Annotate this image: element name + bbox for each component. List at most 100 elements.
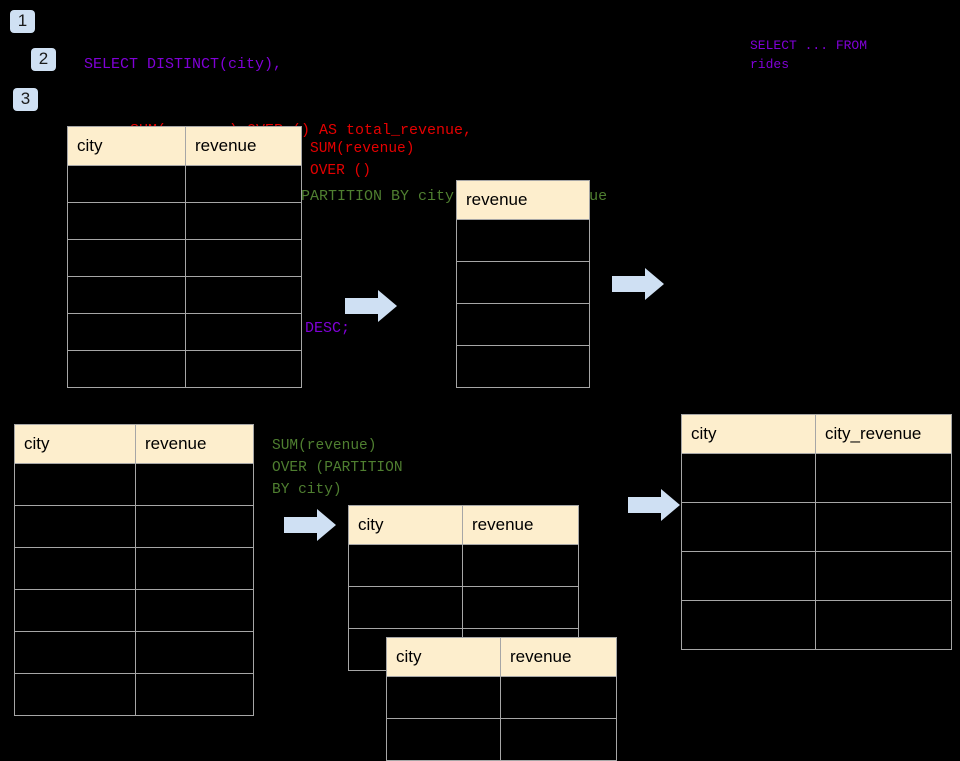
table-row xyxy=(456,345,590,388)
cell xyxy=(185,239,302,277)
cell xyxy=(185,350,302,388)
table-partition-b: city revenue xyxy=(386,637,617,761)
annotation-select-from-rides: SELECT ... FROM rides xyxy=(750,38,868,72)
table-row xyxy=(456,303,590,346)
column-header-city: city xyxy=(348,505,463,545)
table-row xyxy=(681,453,952,503)
table-row xyxy=(67,350,302,388)
table-row xyxy=(681,600,952,650)
cell xyxy=(456,261,590,304)
cell xyxy=(67,276,186,314)
cell xyxy=(185,202,302,240)
cell xyxy=(135,547,254,590)
table-row xyxy=(456,261,590,304)
table-row xyxy=(14,589,254,632)
cell xyxy=(500,718,617,761)
cell xyxy=(185,313,302,351)
table-row xyxy=(14,631,254,674)
table-row xyxy=(67,202,302,240)
table-row xyxy=(14,463,254,506)
cell xyxy=(681,453,816,503)
arrow-source-to-partition-icon xyxy=(284,509,336,541)
table-source-bottom: city revenue xyxy=(14,424,254,716)
column-header-city: city xyxy=(67,126,186,166)
step-badge-3: 3 xyxy=(13,88,38,111)
arrow-partition-to-result-icon xyxy=(628,489,680,521)
cell xyxy=(67,313,186,351)
cell xyxy=(67,165,186,203)
sql-line-select: SELECT DISTINCT(city), xyxy=(84,56,283,73)
cell xyxy=(386,676,501,719)
cell xyxy=(14,505,136,548)
table-body xyxy=(681,453,952,650)
annotation-sum-over-empty: SUM(revenue) OVER () xyxy=(310,141,415,179)
column-header-city-revenue: city_revenue xyxy=(815,414,952,454)
table-source-top: city revenue xyxy=(67,126,302,388)
table-result: city city_revenue xyxy=(681,414,952,650)
table-row xyxy=(456,219,590,262)
table-row xyxy=(348,586,579,629)
column-header-city: city xyxy=(14,424,136,464)
cell xyxy=(348,586,463,629)
step-badge-2: 2 xyxy=(31,48,56,71)
arrow-total-to-result-icon xyxy=(612,268,664,300)
table-header-row: city revenue xyxy=(67,126,302,166)
column-header-revenue: revenue xyxy=(456,180,590,220)
column-header-revenue: revenue xyxy=(135,424,254,464)
cell xyxy=(815,453,952,503)
annotation-sum-over-partition: SUM(revenue) OVER (PARTITION BY city) xyxy=(272,438,403,498)
column-header-revenue: revenue xyxy=(185,126,302,166)
cell xyxy=(185,165,302,203)
table-body xyxy=(67,165,302,388)
cell xyxy=(456,303,590,346)
cell xyxy=(14,589,136,632)
cell xyxy=(681,600,816,650)
cell xyxy=(681,551,816,601)
cell xyxy=(185,276,302,314)
table-row xyxy=(14,547,254,590)
table-row xyxy=(681,551,952,601)
cell xyxy=(14,547,136,590)
cell xyxy=(135,589,254,632)
cell xyxy=(386,718,501,761)
cell xyxy=(14,463,136,506)
cell xyxy=(135,505,254,548)
table-row xyxy=(386,718,617,761)
table-body xyxy=(14,463,254,716)
table-header-row: revenue xyxy=(456,180,590,220)
cell xyxy=(14,673,136,716)
cell xyxy=(815,600,952,650)
cell xyxy=(67,239,186,277)
table-row xyxy=(14,673,254,716)
diagram-canvas: 1 2 3 SELECT DISTINCT(city), SUM(revenue… xyxy=(10,10,952,761)
step-badge-1: 1 xyxy=(10,10,35,33)
table-header-row: city city_revenue xyxy=(681,414,952,454)
cell xyxy=(462,544,579,587)
table-row xyxy=(681,502,952,552)
table-row xyxy=(67,165,302,203)
table-partition-a: city revenue xyxy=(348,505,579,671)
table-row xyxy=(67,313,302,351)
cell xyxy=(681,502,816,552)
column-header-city: city xyxy=(386,637,501,677)
cell xyxy=(135,631,254,674)
cell xyxy=(348,544,463,587)
cell xyxy=(14,631,136,674)
table-header-row: city revenue xyxy=(386,637,617,677)
cell xyxy=(456,219,590,262)
table-row xyxy=(14,505,254,548)
cell xyxy=(456,345,590,388)
table-row xyxy=(67,276,302,314)
column-header-city: city xyxy=(681,414,816,454)
column-header-revenue: revenue xyxy=(462,505,579,545)
cell xyxy=(815,502,952,552)
arrow-source-to-total-icon xyxy=(345,290,397,322)
table-row xyxy=(386,676,617,719)
cell xyxy=(135,463,254,506)
cell xyxy=(815,551,952,601)
table-header-row: city revenue xyxy=(348,505,579,545)
table-body xyxy=(386,676,617,761)
cell xyxy=(135,673,254,716)
column-header-revenue: revenue xyxy=(500,637,617,677)
table-total-revenue: revenue xyxy=(456,180,590,388)
